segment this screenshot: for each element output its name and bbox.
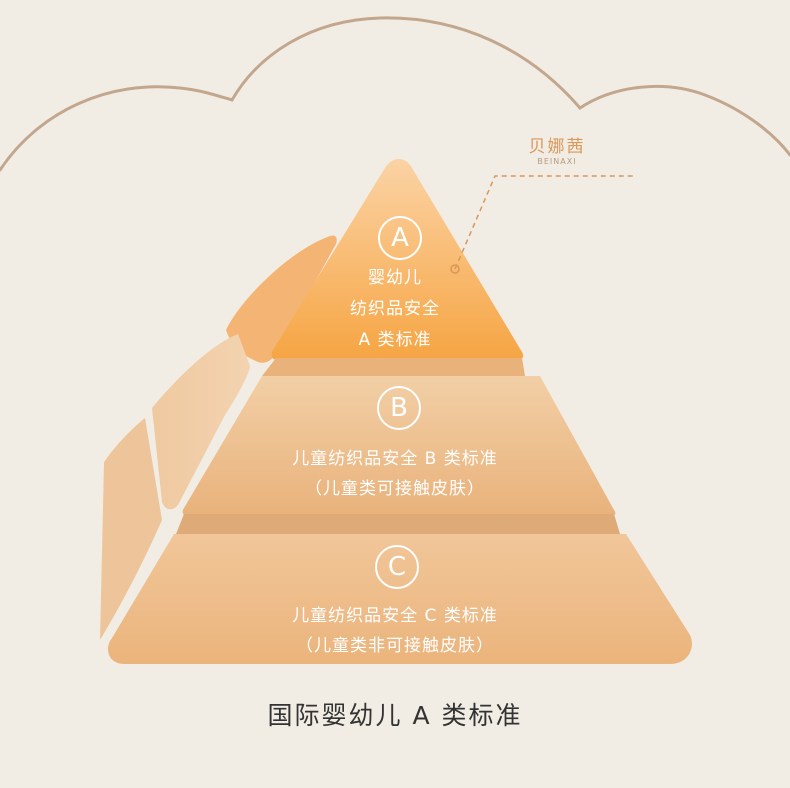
callout-line — [454, 175, 636, 270]
tier-b-shape — [182, 376, 616, 516]
cloud-outline — [0, 16, 790, 172]
tier-b-badge: B — [377, 386, 421, 430]
callout-dot — [450, 264, 460, 274]
side-facet-3 — [100, 418, 162, 640]
side-facet-1 — [226, 235, 337, 363]
tier-c-badge: C — [375, 545, 419, 589]
tier-a-line-3: A 类标准 — [358, 330, 432, 350]
tier-c-line-2: （儿童类非可接触皮肤） — [296, 636, 494, 656]
brand-name-latin: BEINAXI — [537, 157, 577, 166]
brand-name: 贝娜茜 — [528, 137, 586, 157]
tier-b-line-2: （儿童类可接触皮肤） — [305, 479, 485, 499]
tier-a-badge: A — [378, 216, 422, 260]
tier-b-line-1: 儿童纺织品安全 B 类标准 — [292, 449, 498, 469]
tier-c-line-1: 儿童纺织品安全 C 类标准 — [292, 606, 498, 626]
tier-b-band — [176, 514, 620, 534]
side-facet-2 — [152, 334, 250, 510]
tier-a-line-2: 纺织品安全 — [350, 299, 440, 319]
tier-a-band — [262, 358, 525, 376]
tier-c-shape — [108, 534, 692, 664]
tier-a-line-1: 婴幼儿 — [368, 268, 422, 288]
footer-caption: 国际婴幼儿 A 类标准 — [267, 701, 523, 730]
